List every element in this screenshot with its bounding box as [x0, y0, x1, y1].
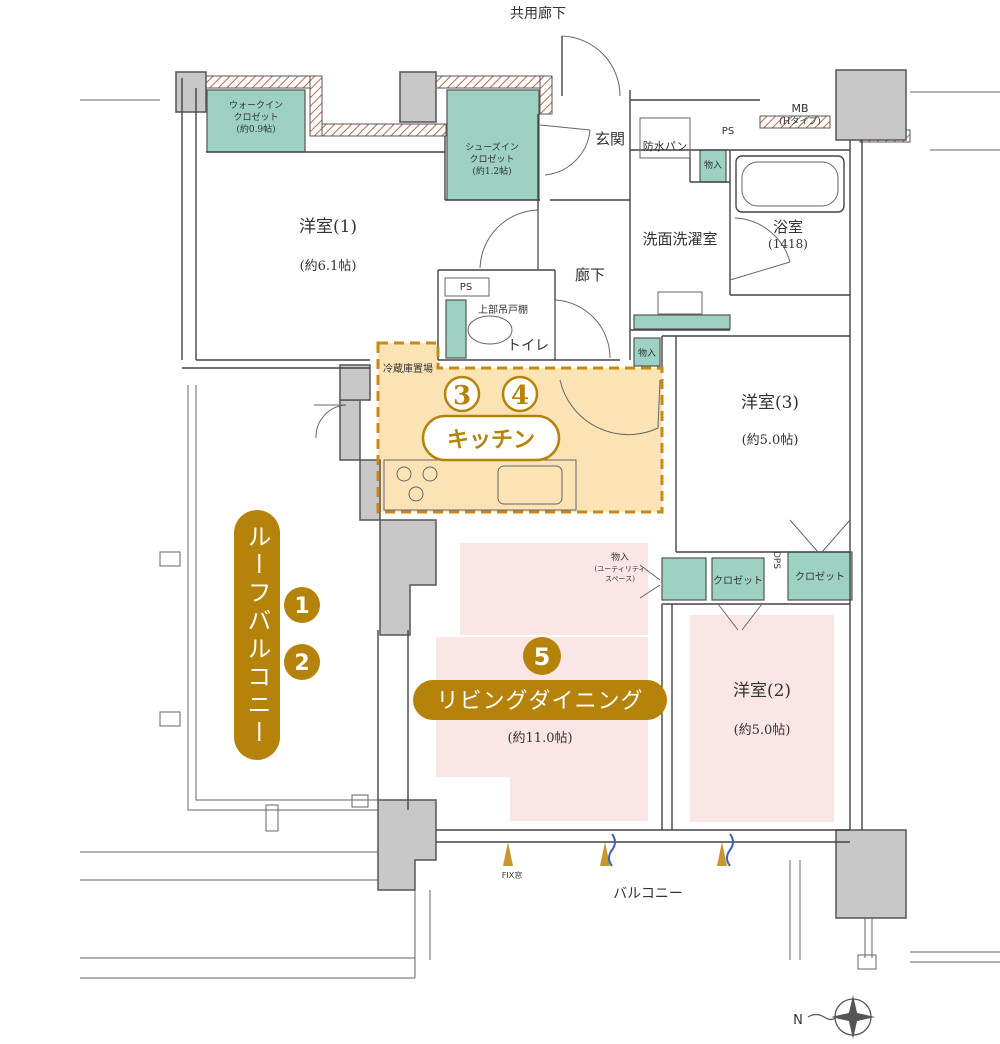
label-utility-3: スペース) — [605, 575, 635, 583]
label-storage-small2: 物入 — [638, 347, 656, 359]
utility-storage[interactable] — [661, 557, 707, 601]
label-walkin-3: (約0.9帖) — [236, 123, 275, 135]
toilet-bowl — [467, 315, 513, 345]
waterpan — [639, 117, 691, 159]
label-entrance: 玄関 — [595, 130, 625, 148]
storage-units — [206, 89, 853, 601]
kitchen-badge-3-text: 3 — [453, 381, 471, 411]
kitchen-pill-text: キッチン — [447, 428, 535, 453]
compass-icon — [807, 995, 875, 1039]
label-hallway: 廊下 — [575, 266, 605, 284]
label-room1-name: 洋室(1) — [299, 217, 357, 237]
label-dps: DPS — [771, 551, 781, 569]
label-room2-name: 洋室(2) — [733, 681, 791, 701]
kitchen-sink — [497, 465, 563, 505]
label-room3-size: (約5.0帖) — [742, 433, 799, 448]
label-bath-name: 浴室 — [773, 218, 803, 236]
label-closet1: クロゼット — [713, 575, 763, 587]
room2-area — [690, 615, 834, 822]
window-vents — [503, 833, 734, 867]
roof-balcony-pill[interactable] — [234, 510, 280, 760]
living-pill[interactable] — [413, 680, 667, 720]
kitchen-badge-4-text: 4 — [511, 381, 529, 411]
label-bath-size: (1418) — [768, 237, 808, 251]
label-mb-2: (Hタイプ) — [779, 116, 821, 127]
label-upper-cabinet: 上部吊戸棚 — [478, 303, 528, 316]
stove-burner-icon — [408, 486, 424, 502]
label-fix-window: FIX窓 — [502, 870, 522, 880]
context-lines — [80, 91, 1000, 979]
label-fridge: 冷蔵庫置場 — [383, 362, 433, 375]
label-living-size: (約11.0帖) — [507, 731, 572, 746]
columns — [175, 69, 907, 919]
hatched-walls — [195, 75, 911, 143]
toilet-storage — [445, 299, 467, 359]
label-shoe-3: (約1.2帖) — [472, 165, 511, 177]
stove-burner-icon — [422, 466, 438, 482]
closet-right[interactable] — [787, 551, 853, 601]
label-balcony: バルコニー — [613, 886, 683, 902]
roof-badge-2-text: 2 — [294, 651, 309, 676]
kitchen-badge-3[interactable] — [443, 375, 481, 413]
bathtub — [735, 155, 845, 213]
fixtures — [159, 117, 845, 832]
label-walkin-1: ウォークイン — [229, 100, 283, 111]
label-ps2: PS — [460, 282, 472, 293]
walls — [181, 78, 877, 978]
label-ps1: PS — [722, 126, 734, 137]
roof-badge-1-text: 1 — [294, 594, 309, 619]
label-closet2: クロゼット — [795, 571, 845, 583]
kitchen-border — [376, 341, 664, 514]
walkin-closet[interactable] — [206, 89, 306, 153]
closet-left[interactable] — [711, 557, 765, 601]
doors — [314, 35, 851, 631]
kitchen-badge-4[interactable] — [501, 375, 539, 413]
shoe-closet[interactable] — [446, 89, 540, 201]
label-storage-small: 物入 — [704, 159, 722, 171]
wash-basin — [657, 291, 703, 315]
label-mb-1: MB — [791, 102, 808, 115]
living-badge-5-text: 5 — [534, 643, 551, 671]
label-compass: N — [793, 1013, 803, 1028]
label-walkin-2: クロゼット — [233, 111, 278, 123]
wash-storage — [633, 314, 731, 330]
label-shoe-2: クロゼット — [469, 153, 514, 165]
roof-balcony-text: ルーフバルコニー — [243, 524, 271, 748]
label-washroom: 洗面洗濯室 — [642, 230, 717, 248]
label-utility-1: 物入 — [611, 551, 629, 563]
living-area-bottom — [510, 775, 648, 821]
label-utility-2: (ユーティリティ — [595, 565, 646, 573]
label-waterpan: 防水パン — [643, 139, 688, 153]
stove-burner-icon — [396, 466, 412, 482]
fridge-area — [378, 343, 438, 373]
kitchen-pill[interactable] — [421, 414, 561, 462]
roof-badge-2[interactable] — [284, 644, 320, 680]
label-room2-size: (約5.0帖) — [734, 723, 791, 738]
label-room1-size: (約6.1帖) — [300, 259, 357, 274]
living-pill-text: リビングダイニング — [436, 689, 643, 714]
badges — [234, 375, 667, 760]
label-room3-name: 洋室(3) — [741, 393, 799, 413]
labels: 共用廊下 玄関 廊下 ウォークイン クロゼット (約0.9帖) シューズイン ク… — [229, 5, 845, 1028]
storage-box-mid[interactable] — [633, 337, 661, 367]
label-shoe-1: シューズイン — [465, 141, 519, 153]
living-badge-5[interactable] — [523, 637, 561, 675]
roof-badge-1[interactable] — [284, 587, 320, 623]
label-common-corridor: 共用廊下 — [510, 5, 566, 22]
label-toilet: トイレ — [507, 338, 549, 354]
living-area — [460, 543, 648, 635]
